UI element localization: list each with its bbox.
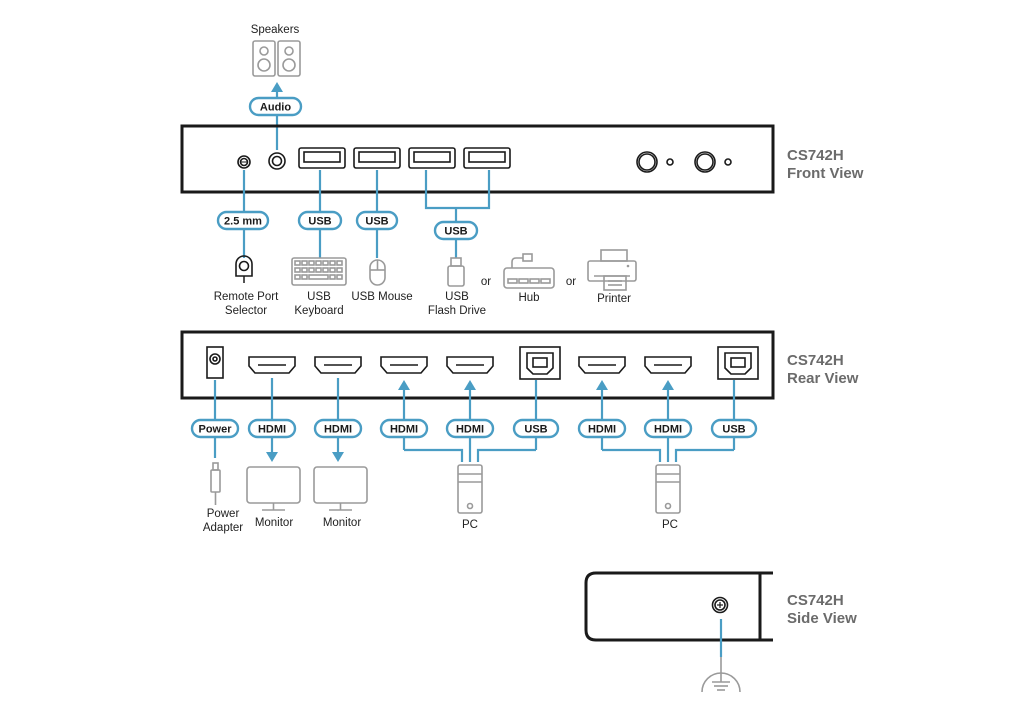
side-view: CS742H Side View [584,571,857,693]
svg-text:USB: USB [308,216,331,228]
monitor-icon [313,466,368,511]
svg-text:HDMI: HDMI [588,424,616,436]
remote-port [237,155,251,169]
rear-model-title: CS742H [787,352,844,369]
port-select-button-1 [636,151,658,173]
power-adapter-label: Power [207,508,240,520]
front-panel [180,124,775,194]
printer-label: Printer [597,293,631,305]
power-jack [206,346,224,379]
front-view: Speakers Audio [180,24,864,317]
rear-view-title: Rear View [787,370,859,387]
flash-drive-label: USB [445,291,469,303]
rear-cable-pill-power: Power [190,418,240,439]
speakers-icon [252,40,301,77]
hdmi-port-4 [446,356,494,374]
usb-b-port-1 [519,346,561,380]
mouse-icon [369,259,386,286]
usb-keyboard-cable-pill: USB [297,210,343,231]
monitor-label-2: Monitor [323,517,362,529]
arrow-up-icon [464,380,476,390]
svg-text:HDMI: HDMI [456,424,484,436]
keyboard-icon [291,257,347,286]
arrow-up-icon [596,380,608,390]
hdmi-port-6 [644,356,692,374]
audio-cable-pill: Audio [248,96,303,117]
or-label-1: or [481,276,491,288]
power-adapter-icon [210,462,221,505]
hdmi-port-1 [248,356,296,374]
usb-port-2 [353,147,401,169]
svg-text:HDMI: HDMI [324,424,352,436]
remote-port-label-2: Selector [225,305,267,317]
usb-b-port-2 [717,346,759,380]
flash-drive-label-2: Flash Drive [428,305,486,317]
power-adapter-label-2: Adapter [203,522,243,534]
usb-flash-cable-pill: USB [433,220,479,241]
svg-text:HDMI: HDMI [390,424,418,436]
rear-panel [180,330,775,400]
hdmi-port-5 [578,356,626,374]
or-label-2: or [566,276,576,288]
mouse-label: USB Mouse [351,291,412,303]
svg-text:USB: USB [722,424,745,436]
svg-text:2.5 mm: 2.5 mm [224,216,262,228]
led-2 [724,158,732,166]
pc-label-2: PC [662,519,678,531]
svg-text:USB: USB [365,216,388,228]
flash-drive-icon [447,257,465,287]
rear-cable-pill-hdmi: HDMI [313,418,363,439]
audio-jack [268,152,286,170]
svg-text:USB: USB [444,226,467,238]
svg-text:Audio: Audio [260,102,291,114]
port-select-button-2 [694,151,716,173]
usb-port-4 [463,147,511,169]
hdmi-port-3 [380,356,428,374]
remote-port-label: Remote Port [214,291,279,303]
remote-cable-pill: 2.5 mm [216,210,270,231]
rear-cable-pill-hdmi: HDMI [577,418,627,439]
arrow-up-icon [398,380,410,390]
rear-cable-pill-hdmi: HDMI [445,418,495,439]
front-view-title: Front View [787,165,864,182]
keyboard-label-2: Keyboard [294,305,343,317]
monitor-icon [246,466,301,511]
ground-icon [701,657,741,693]
svg-text:HDMI: HDMI [258,424,286,436]
led-1 [666,158,674,166]
remote-port-selector-icon [235,255,253,283]
arrow-up-icon [662,380,674,390]
printer-icon [587,249,637,291]
monitor-label-1: Monitor [255,517,294,529]
pc-label-1: PC [462,519,478,531]
svg-text:Power: Power [198,424,232,436]
rear-cable-pill-usb: USB [710,418,758,439]
speakers-label: Speakers [251,24,300,36]
hub-icon [503,253,555,289]
side-model-title: CS742H [787,592,844,609]
rear-cable-pill-hdmi: HDMI [379,418,429,439]
rear-view: CS742H Rear View Power HDMI HDMI HDMI HDMI US… [180,330,859,534]
pc-tower-icon [655,464,681,514]
front-model-title: CS742H [787,147,844,164]
svg-text:USB: USB [524,424,547,436]
svg-text:HDMI: HDMI [654,424,682,436]
side-view-title: Side View [787,610,857,627]
rear-cable-pill-usb: USB [512,418,560,439]
arrow-up-icon [271,82,283,92]
usb-port-3 [408,147,456,169]
usb-port-1 [298,147,346,169]
keyboard-label: USB [307,291,331,303]
grounding-screw [711,596,729,614]
rear-cable-pill-hdmi: HDMI [247,418,297,439]
usb-mouse-cable-pill: USB [355,210,399,231]
hub-label: Hub [518,292,539,304]
arrow-down-icon [332,452,344,462]
hdmi-port-2 [314,356,362,374]
arrow-down-icon [266,452,278,462]
rear-cable-pill-hdmi: HDMI [643,418,693,439]
pc-tower-icon [457,464,483,514]
